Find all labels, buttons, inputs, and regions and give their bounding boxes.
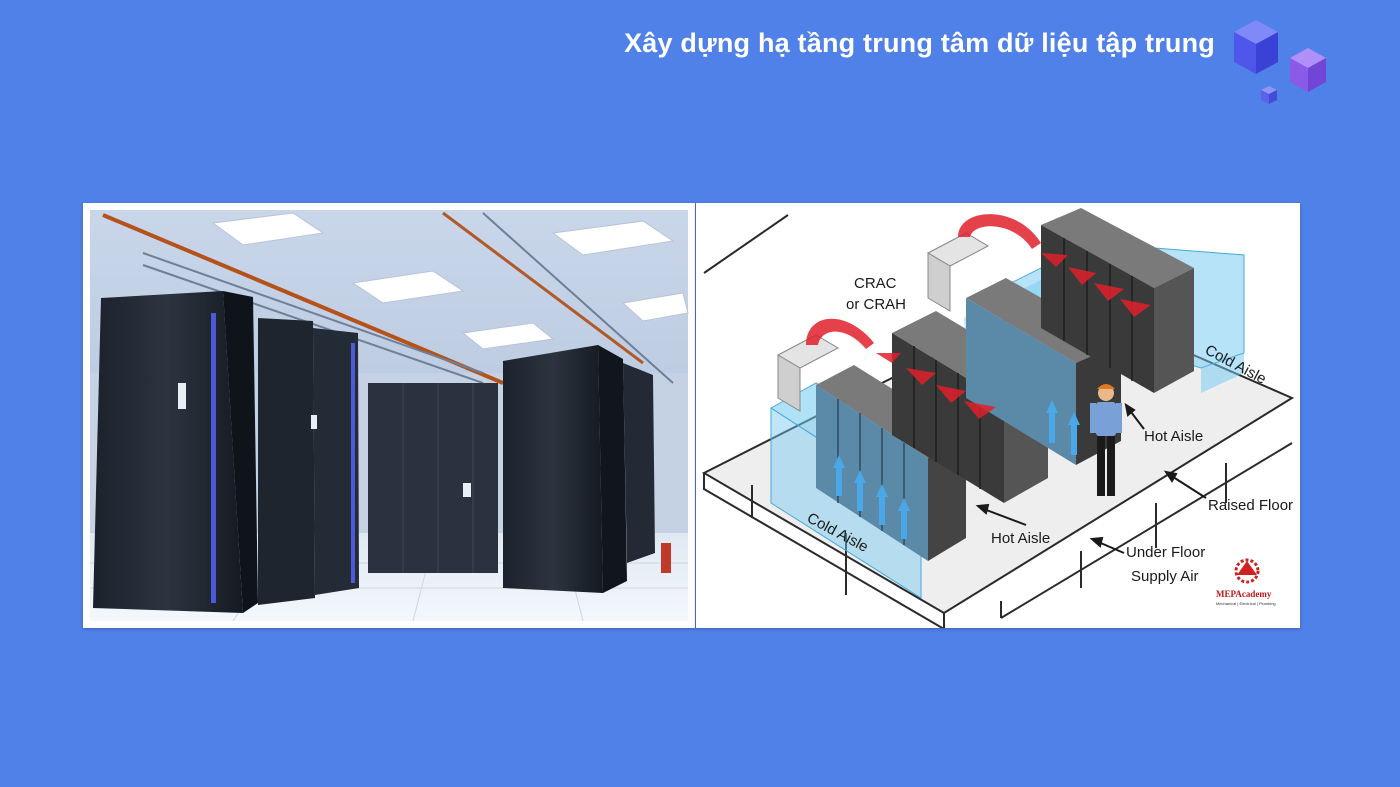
label-supply-air: Supply Air <box>1131 568 1199 585</box>
label-raised-floor: Raised Floor <box>1208 497 1293 514</box>
aisle-diagram-graphic: CRAC or CRAH Cold Aisle Cold Aisle Hot A… <box>701 208 1295 628</box>
slide-title: Xây dựng hạ tầng trung tâm dữ liệu tập t… <box>624 28 1215 58</box>
label-hot-aisle-bottom: Hot Aisle <box>991 530 1050 547</box>
crac-unit-back <box>926 232 990 312</box>
label-crac: CRAC <box>854 275 897 292</box>
hot-cold-aisle-diagram: CRAC or CRAH Cold Aisle Cold Aisle Hot A… <box>696 203 1300 628</box>
technician-figure <box>1090 384 1122 496</box>
svg-text:MEPAcademy: MEPAcademy <box>1216 589 1272 599</box>
svg-text:Mechanical | Electrical | Plum: Mechanical | Electrical | Plumbing <box>1216 601 1276 606</box>
server-room-photo <box>83 203 695 628</box>
label-under-floor: Under Floor <box>1126 544 1205 561</box>
rack-row-back <box>1041 208 1194 393</box>
mepacademy-logo: MEPAcademy Mechanical | Electrical | Plu… <box>1216 558 1276 606</box>
label-crah: or CRAH <box>846 296 906 313</box>
decorative-cubes-icon <box>1228 16 1338 110</box>
label-hot-aisle-top: Hot Aisle <box>1144 428 1203 445</box>
crac-unit-front <box>776 334 840 412</box>
